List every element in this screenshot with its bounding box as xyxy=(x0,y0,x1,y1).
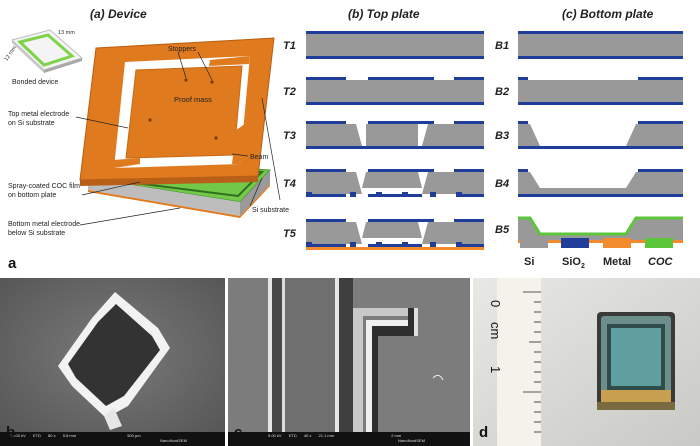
sem-c-hv: 5.00 kV xyxy=(268,433,282,438)
legend-swatch-metal xyxy=(603,238,631,248)
top-step-label-t3: T3 xyxy=(283,130,296,142)
sem-c-scale: 2 mm xyxy=(391,433,402,438)
panel-c-letter: c xyxy=(234,424,243,441)
coc-film-label: Spray-coated COC film xyxy=(8,183,80,190)
stoppers-label: Stoppers xyxy=(168,46,197,53)
bottom-step-b1 xyxy=(518,31,683,59)
bonded-device-inset xyxy=(10,29,83,73)
sem-b-brand: NanoNordSEM xyxy=(160,438,187,443)
bottom-step-label-b5: B5 xyxy=(495,224,510,236)
device-leader-lines xyxy=(75,51,281,226)
top-step-label-t2: T2 xyxy=(283,86,296,98)
ruler-label-0: 0 xyxy=(488,300,503,308)
legend-swatch-coc xyxy=(645,238,673,248)
sem-b-wd: 9.8 mm xyxy=(62,433,77,438)
ruler-ticks xyxy=(523,291,541,433)
sem-c-info-bar: 5.00 kV ETD 40 x 21.1 mm 2 mm NanoNordSE… xyxy=(268,433,468,445)
dim-13mm-label: 13 mm xyxy=(58,30,75,36)
top-step-t2 xyxy=(306,77,484,105)
sem-c-graphic xyxy=(228,278,470,446)
legend-label-sio2: SiO2 xyxy=(562,256,585,270)
sem-c-brand: NanoNordSEM xyxy=(398,438,425,443)
fabrication-diagram: (a) Device (b) Top plate (c) Bottom plat… xyxy=(3,7,683,272)
proof-mass-label: Proof mass xyxy=(174,95,212,104)
top-step-t5 xyxy=(306,219,484,250)
sem-b-det: ETD xyxy=(32,433,41,438)
bottom-step-b2 xyxy=(518,77,683,105)
sem-b-hv: 10.00 kV xyxy=(10,433,26,438)
top-step-t4 xyxy=(306,169,484,197)
figure-top: (a) Device (b) Top plate (c) Bottom plat… xyxy=(3,7,683,272)
bottom-step-b3 xyxy=(518,121,683,149)
ruler-label-cm: cm xyxy=(488,322,503,340)
top-step-label-t1: T1 xyxy=(283,40,296,52)
top-electrode-label: Top metal electrode xyxy=(8,111,69,118)
top-step-t1 xyxy=(306,31,484,59)
legend-label-coc: COC xyxy=(648,256,674,268)
legend-label-si: Si xyxy=(524,256,534,268)
panel-b-letter: b xyxy=(6,424,16,441)
bottom-step-label-b3: B3 xyxy=(495,130,509,142)
ruler-label-1: 1 xyxy=(488,366,503,374)
sem-c-mag: 40 x xyxy=(303,433,312,438)
top-step-label-t4: T4 xyxy=(283,178,296,190)
sem-b-mag: 80 x xyxy=(48,433,56,438)
legend: Si SiO2 Metal COC xyxy=(520,238,674,270)
panel-a-letter: a xyxy=(8,255,17,272)
panel-c-title: (c) Bottom plate xyxy=(562,7,654,21)
photo-d: 0 cm 1 d xyxy=(473,278,700,446)
sem-c-det: ETD xyxy=(288,433,297,438)
sem-b-graphic xyxy=(0,278,225,446)
si-substrate-label: Si substrate xyxy=(252,207,289,214)
coc-film-sub-label: on bottom plate xyxy=(8,192,56,199)
device-chip xyxy=(597,312,675,410)
top-plate xyxy=(79,37,275,186)
bottom-step-b5 xyxy=(518,216,683,243)
bottom-step-label-b4: B4 xyxy=(495,178,509,190)
sem-image-b: 10.00 kV ETD 80 x 9.8 mm 500 μm NanoNord… xyxy=(0,278,225,446)
bottom-step-label-b2: B2 xyxy=(495,86,509,98)
sem-b-info-bar: 10.00 kV ETD 80 x 9.8 mm 500 μm NanoNord… xyxy=(10,433,220,445)
ruler xyxy=(497,278,541,446)
bottom-step-b4 xyxy=(518,169,683,197)
bottom-electrode-sub-label: below Si substrate xyxy=(8,230,65,237)
panel-d-letter: d xyxy=(479,424,489,441)
top-step-t3 xyxy=(306,121,484,149)
top-electrode-sub-label: on Si substrate xyxy=(8,120,55,127)
photo-d-graphic xyxy=(473,278,700,446)
top-step-label-t5: T5 xyxy=(283,228,297,240)
legend-label-metal: Metal xyxy=(603,256,631,268)
legend-swatch-sio2 xyxy=(561,238,589,248)
bottom-electrode-label: Bottom metal electrode xyxy=(8,221,80,228)
beam-label: Beam xyxy=(250,154,268,161)
sem-b-scale: 500 μm xyxy=(127,433,141,438)
bottom-step-label-b1: B1 xyxy=(495,40,509,52)
dim-12mm-label: 12 mm xyxy=(3,45,18,63)
sem-image-c: 5.00 kV ETD 40 x 21.1 mm 2 mm NanoNordSE… xyxy=(228,278,470,446)
legend-swatch-si xyxy=(520,238,548,248)
bonded-device-label: Bonded device xyxy=(12,79,58,86)
sem-c-wd: 21.1 mm xyxy=(318,433,335,438)
panel-b-title: (b) Top plate xyxy=(348,7,420,21)
panel-a-title: (a) Device xyxy=(90,7,147,21)
